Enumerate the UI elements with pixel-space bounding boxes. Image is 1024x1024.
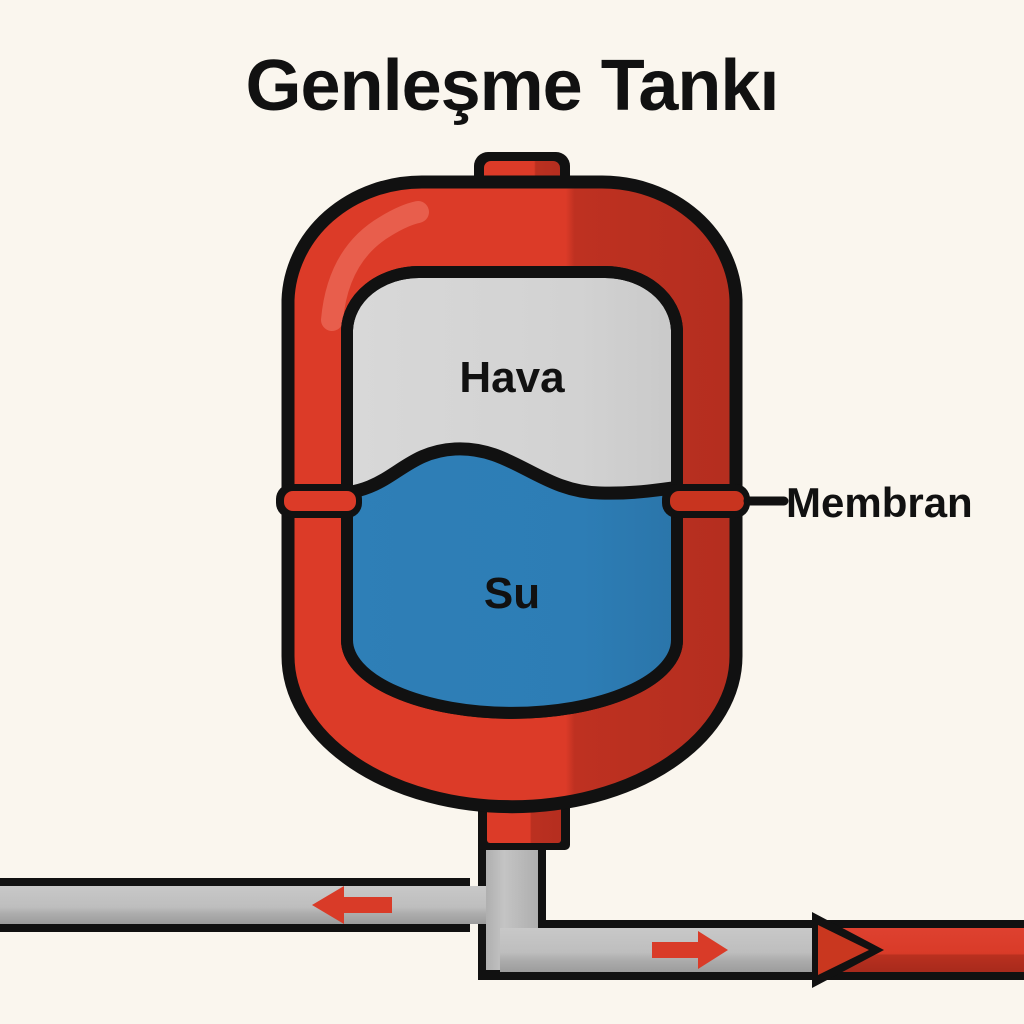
flow-arrowhead-large-right xyxy=(812,912,884,988)
membrane-tab-left xyxy=(276,484,362,518)
water-chamber xyxy=(347,448,677,713)
inner-chamber-outline xyxy=(341,266,683,719)
membrane-diaphragm xyxy=(347,442,677,501)
membrane-tab-right xyxy=(662,484,750,518)
water-chamber-label: Su xyxy=(484,569,540,618)
flow-arrow-right xyxy=(652,931,728,969)
shell-highlight xyxy=(321,201,429,331)
expansion-tank xyxy=(276,152,750,850)
flow-arrow-left xyxy=(312,886,392,924)
page-title: Genleşme Tankı xyxy=(246,46,779,126)
air-chamber-label: Hava xyxy=(459,353,565,402)
supply-pipe-left xyxy=(0,886,496,924)
membrane-callout: Membran xyxy=(743,479,973,526)
membrane-callout-label: Membran xyxy=(786,479,973,526)
